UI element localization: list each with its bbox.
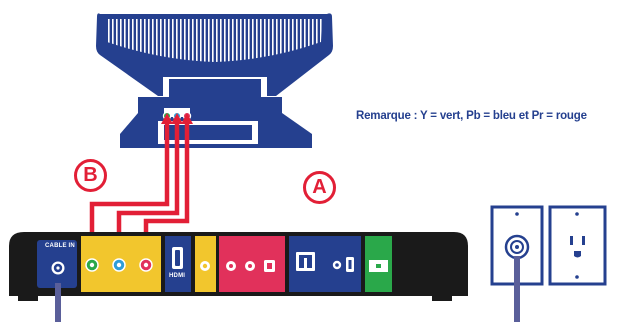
- coax-wall-plate: [490, 205, 544, 322]
- coax-cable-box: [55, 283, 61, 322]
- color-legend-note: Remarque : Y = vert, Pb = bleu et Pr = r…: [356, 110, 587, 122]
- ethernet-port: [296, 252, 315, 271]
- tv-back: [96, 13, 333, 148]
- label-a-badge: A: [303, 171, 336, 204]
- coax-cable-wall: [514, 256, 520, 322]
- set-top-box: [9, 232, 468, 322]
- hdmi-label: HDMI: [169, 273, 186, 279]
- cable-in-label: CABLE IN: [45, 243, 75, 249]
- label-b-badge: B: [74, 159, 107, 192]
- power-outlet: [548, 205, 607, 286]
